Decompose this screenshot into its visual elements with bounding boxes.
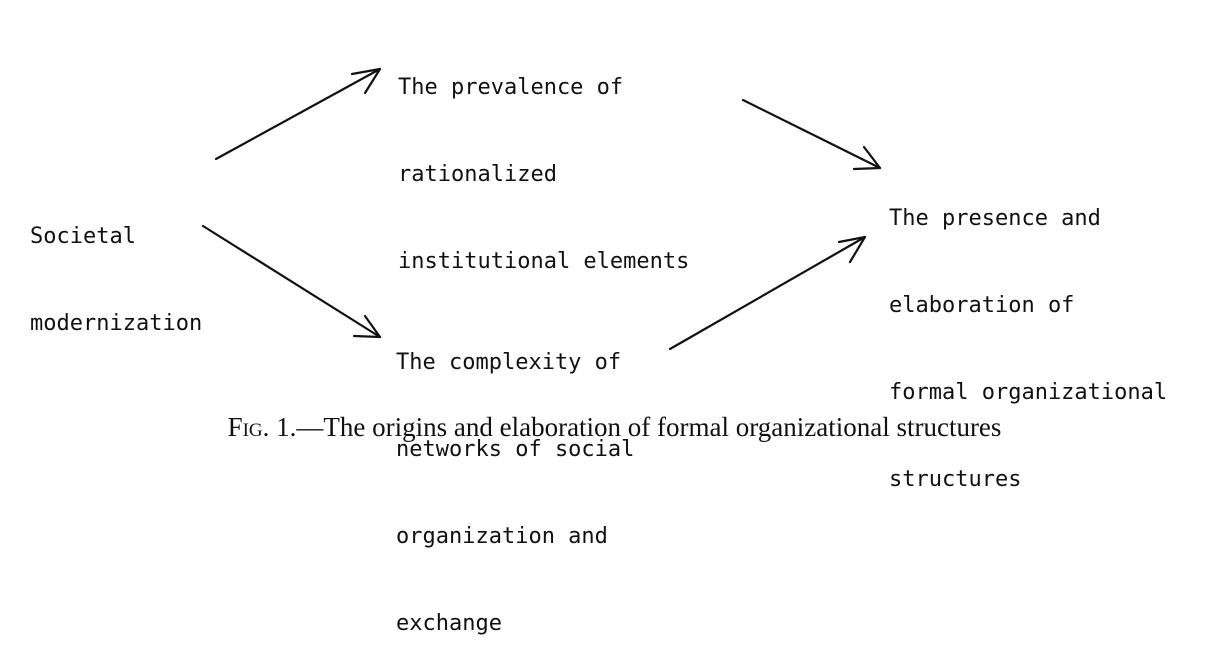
node-line: Societal (30, 224, 136, 249)
node-line: The presence and (889, 206, 1101, 231)
figure-caption: Fig. 1.—The origins and elaboration of f… (0, 410, 1229, 444)
node-line: elaboration of (889, 293, 1075, 318)
node-line: networks of social (396, 437, 635, 462)
node-line: rationalized (398, 162, 557, 187)
node-prevalence-of-rationalized-elements: The prevalence of rationalized instituti… (398, 15, 689, 305)
node-line: formal organizational (889, 380, 1168, 405)
node-line: exchange (396, 611, 502, 636)
arrow-prevalence-to-presence (741, 98, 882, 171)
node-line: The prevalence of (398, 75, 624, 100)
node-presence-of-formal-structures: The presence and elaboration of formal o… (889, 146, 1167, 523)
node-line: The complexity of (396, 350, 622, 375)
figure-label: Fig. 1. (227, 412, 297, 442)
node-line: structures (889, 467, 1022, 492)
node-line: organization and (396, 524, 608, 549)
node-societal-modernization: Societal modernization (30, 164, 202, 367)
arrow-modernization-to-prevalence (214, 67, 382, 161)
node-complexity-of-networks: The complexity of networks of social org… (396, 290, 634, 667)
arrow-modernization-to-complexity (201, 224, 382, 339)
node-line: modernization (30, 311, 203, 336)
node-line: institutional elements (398, 249, 690, 274)
arrow-complexity-to-presence (668, 235, 867, 351)
figure-caption-text: —The origins and elaboration of formal o… (296, 412, 1002, 442)
